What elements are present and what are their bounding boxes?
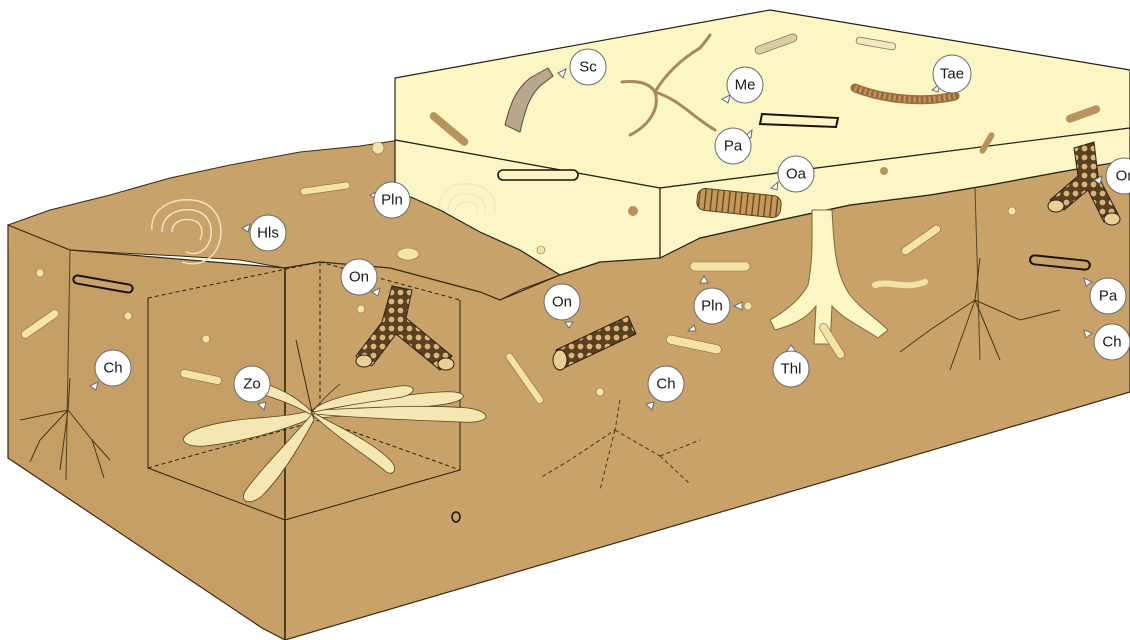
label-tae: Tae	[933, 55, 971, 93]
label-me-text: Me	[735, 77, 756, 94]
label-ch-mid-text: Ch	[656, 376, 675, 393]
label-ch-right-text: Ch	[1102, 334, 1121, 351]
label-pa-right-text: Pa	[1099, 288, 1118, 305]
label-hls: Hls	[250, 215, 286, 251]
label-pln-mid: Pln	[694, 288, 730, 324]
label-pln-top-text: Pln	[381, 192, 403, 209]
label-me: Me	[727, 67, 763, 103]
label-hls-text: Hls	[257, 225, 279, 242]
label-on-left-text: On	[349, 269, 369, 286]
label-on-mid-text: On	[552, 294, 572, 311]
label-sc-text: Sc	[579, 59, 597, 76]
label-ch-left-text: Ch	[103, 360, 122, 377]
label-thl-text: Thl	[781, 361, 802, 378]
label-pa-right: Pa	[1090, 278, 1126, 314]
label-or-text: Or	[1116, 168, 1130, 185]
label-on-mid: On	[544, 284, 580, 320]
label-pa-top-text: Pa	[724, 138, 743, 155]
label-zo-text: Zo	[243, 376, 261, 393]
label-pln-mid-text: Pln	[701, 298, 723, 315]
label-ch-left: Ch	[95, 350, 131, 386]
label-on-left: On	[341, 259, 377, 295]
label-thl: Thl	[773, 351, 809, 387]
label-tae-text: Tae	[940, 66, 964, 83]
label-oa: Oa	[778, 156, 814, 192]
label-pln-top: Pln	[374, 182, 410, 218]
label-ch-mid: Ch	[648, 366, 684, 402]
label-ch-right: Ch	[1094, 324, 1130, 360]
label-pa-top: Pa	[715, 128, 751, 164]
label-sc: Sc	[570, 49, 606, 85]
label-zo: Zo	[234, 366, 270, 402]
label-oa-text: Oa	[786, 166, 807, 183]
